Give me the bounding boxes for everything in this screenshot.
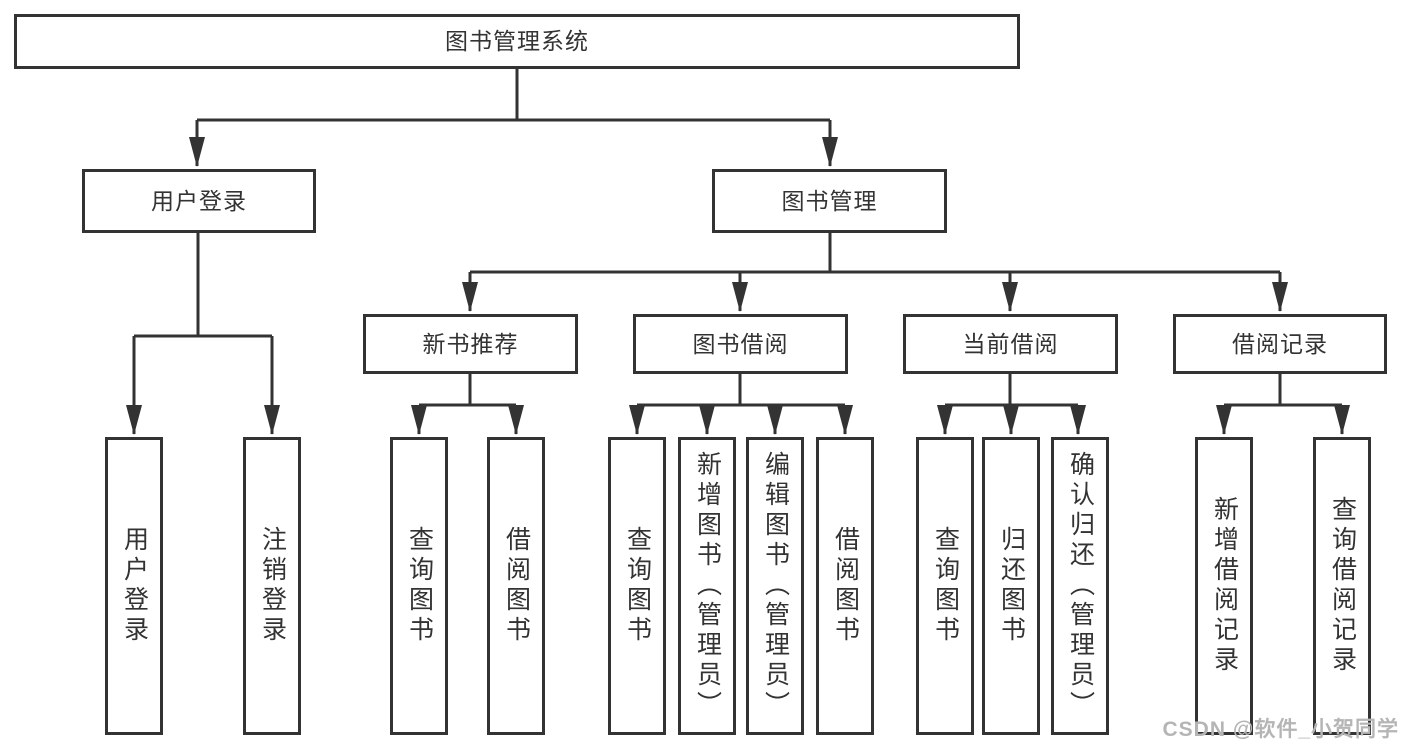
leaf-add-book-admin-label: 新增图书（管理员） <box>693 451 722 721</box>
csdn-watermark: CSDN @软件_小贺同学 <box>1162 718 1399 741</box>
leaf-user-login-label: 用户登录 <box>120 526 149 646</box>
leaf-borrow-books-recommend: 借阅图书 <box>487 437 545 735</box>
node-current-borrowing: 当前借阅 <box>903 314 1118 374</box>
leaf-query-books-current-label: 查询图书 <box>931 526 960 646</box>
leaf-user-login: 用户登录 <box>105 437 163 735</box>
leaf-edit-book-admin: 编辑图书（管理员） <box>746 437 804 735</box>
leaf-query-borrow-record-label: 查询借阅记录 <box>1328 496 1357 676</box>
leaf-add-book-admin: 新增图书（管理员） <box>678 437 736 735</box>
leaf-logout-label: 注销登录 <box>258 526 287 646</box>
leaf-borrow-books-recommend-label: 借阅图书 <box>502 526 531 646</box>
leaf-return-book-label: 归还图书 <box>997 526 1026 646</box>
node-borrowing-records: 借阅记录 <box>1173 314 1387 374</box>
leaf-add-borrow-record-label: 新增借阅记录 <box>1210 496 1239 676</box>
leaf-add-borrow-record: 新增借阅记录 <box>1195 437 1253 735</box>
node-user-login: 用户登录 <box>82 169 316 233</box>
node-book-borrowing: 图书借阅 <box>633 314 848 374</box>
leaf-query-books-borrow: 查询图书 <box>608 437 666 735</box>
leaf-confirm-return-admin: 确认归还（管理员） <box>1051 437 1109 735</box>
leaf-edit-book-admin-label: 编辑图书（管理员） <box>761 451 790 721</box>
leaf-return-book: 归还图书 <box>982 437 1040 735</box>
node-library-management-system: 图书管理系统 <box>14 14 1020 69</box>
leaf-confirm-return-admin-label: 确认归还（管理员） <box>1066 451 1095 721</box>
node-book-management: 图书管理 <box>712 169 947 233</box>
leaf-borrow-books-borrow-label: 借阅图书 <box>831 526 860 646</box>
leaf-query-books-current: 查询图书 <box>916 437 974 735</box>
leaf-query-books-recommend-label: 查询图书 <box>405 526 434 646</box>
node-new-book-recommendation: 新书推荐 <box>363 314 578 374</box>
leaf-borrow-books-borrow: 借阅图书 <box>816 437 874 735</box>
leaf-query-books-borrow-label: 查询图书 <box>623 526 652 646</box>
leaf-query-borrow-record: 查询借阅记录 <box>1313 437 1371 735</box>
leaf-logout: 注销登录 <box>243 437 301 735</box>
leaf-query-books-recommend: 查询图书 <box>390 437 448 735</box>
